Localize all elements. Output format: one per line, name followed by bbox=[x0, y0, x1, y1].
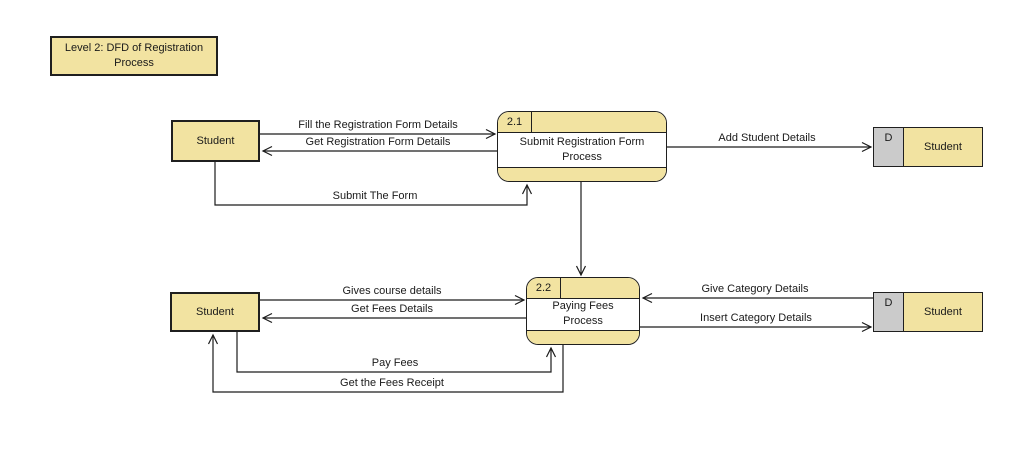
entity-label: Student bbox=[196, 306, 234, 318]
diagram-title: Level 2: DFD of Registration Process bbox=[50, 36, 218, 76]
process-2-2-paying-fees[interactable]: 2.2 Paying Fees Process bbox=[526, 277, 640, 345]
flow-label-pay-fees: Pay Fees bbox=[371, 357, 419, 369]
process-footer bbox=[527, 329, 639, 344]
process-name: Paying Fees Process bbox=[527, 299, 639, 330]
flow-label-add-student-details: Add Student Details bbox=[718, 132, 816, 144]
process-number: 2.1 bbox=[498, 112, 532, 132]
flow-label-give-category-details: Give Category Details bbox=[701, 283, 809, 295]
flow-submit-the-form bbox=[214, 162, 533, 206]
datastore-student-top[interactable]: D Student bbox=[873, 127, 983, 167]
datastore-id: D bbox=[874, 293, 904, 331]
process-number: 2.2 bbox=[527, 278, 561, 298]
process-header: 2.2 bbox=[527, 278, 639, 299]
datastore-label: Student bbox=[904, 128, 982, 166]
flow-pay-fees bbox=[236, 332, 557, 373]
external-entity-student-top[interactable]: Student bbox=[171, 120, 260, 162]
flow-label-get-fees-details: Get Fees Details bbox=[351, 303, 433, 315]
process-2-1-submit-registration-form[interactable]: 2.1 Submit Registration Form Process bbox=[497, 111, 667, 182]
flow-get-fees-receipt bbox=[207, 333, 564, 393]
process-footer bbox=[498, 167, 666, 181]
flow-label-insert-category-details: Insert Category Details bbox=[700, 312, 812, 324]
flow-label-get-fees-receipt: Get the Fees Receipt bbox=[340, 377, 444, 389]
datastore-label: Student bbox=[904, 293, 982, 331]
process-name: Submit Registration Form Process bbox=[498, 133, 666, 167]
flow-label-gives-course-details: Gives course details bbox=[342, 285, 442, 297]
flow-label-get-registration-form: Get Registration Form Details bbox=[305, 136, 451, 148]
flow-label-submit-the-form: Submit The Form bbox=[332, 190, 418, 202]
external-entity-student-bottom[interactable]: Student bbox=[170, 292, 260, 332]
entity-label: Student bbox=[196, 135, 235, 147]
datastore-id: D bbox=[874, 128, 904, 166]
flow-label-fill-registration-form: Fill the Registration Form Details bbox=[298, 119, 458, 131]
process-header: 2.1 bbox=[498, 112, 666, 133]
datastore-student-bottom[interactable]: D Student bbox=[873, 292, 983, 332]
